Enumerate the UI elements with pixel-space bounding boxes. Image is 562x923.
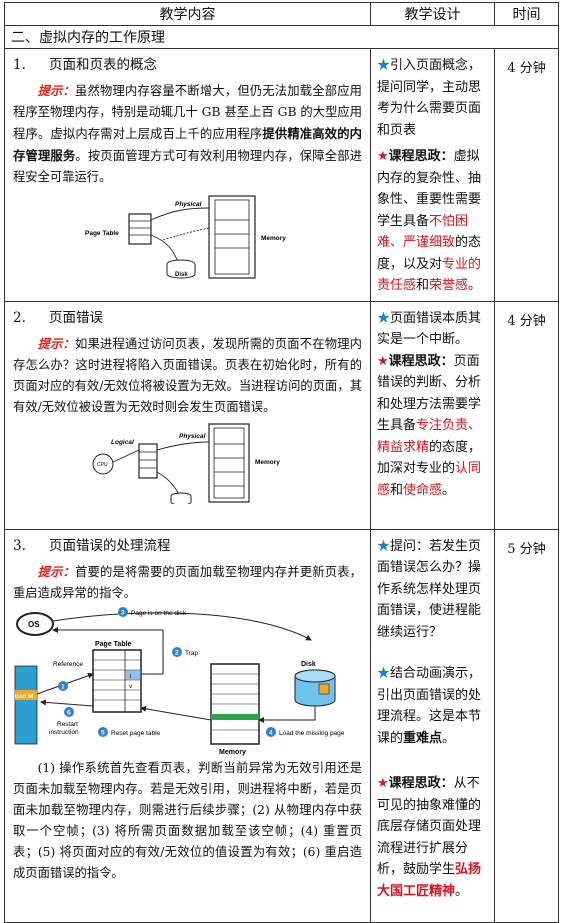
page-table-label: Page Table [95,641,132,648]
memory-label: Memory [219,749,246,756]
load-m-label: load M [13,693,34,700]
page-fault-diagram: Logical CPU Physical Memory [92,422,280,504]
hint-paragraph: 提示：首要的是将需要的页面加载至物理内存并更新页表，重启造成异常的指令。 [13,563,362,600]
row-title: 3.页面错误的处理流程 [13,537,171,554]
table-header-row: 教学内容 教学设计 时间 [4,2,559,26]
svg-text:5: 5 [101,729,105,736]
steps-paragraph: (1) 操作系统首先查看页表，判断当前异常为无效引用还是页面未加载至物理内存。若… [13,760,362,880]
memory-label: Memory [255,459,280,466]
time-cell: 4 分钟 [494,48,559,302]
restart-label: Restart [57,721,78,728]
disk-label: Disk [175,272,188,278]
header-content: 教学内容 [4,2,371,26]
content-cell: 2.页面错误 提示：如果进程通过访问页表，发现所需的页面不在物理内存怎么办？这时… [4,300,371,530]
design-cell: ★引入页面概念，提问同学，主动思考为什么需要页面和页表 ★课程思政：虚拟内存的复… [370,48,495,302]
page-fault-flow-diagram: OS 3 Page is on the disk load M Page Tab… [13,606,345,756]
star-icon: ★ [377,310,391,326]
physical-label: Physical [179,433,206,440]
star-icon: ★ [377,666,391,681]
page-on-disk-label: Page is on the disk [131,610,187,617]
star-icon: ★ [377,58,391,73]
page-table-diagram: Page Table Physical Memory Disk [85,195,286,279]
page-table-box [128,213,152,245]
time-cell: 5 分钟 [494,528,559,923]
page-table-box [92,648,142,713]
content-cell: 1.页面和页表的概念 提示：虽然物理内存容量不断增大，但仍无法加载全部应用程序至… [4,48,371,302]
content-cell: 3.页面错误的处理流程 提示：首要的是将需要的页面加载至物理内存并更新页表，重启… [4,528,371,923]
load-missing-label: Load the missing page [279,730,345,737]
table-row: 2.页面错误 提示：如果进程通过访问页表，发现所需的页面不在物理内存怎么办？这时… [4,300,559,530]
time-cell: 4 分钟 [494,300,559,530]
page-table-label: Page Table [85,230,119,237]
header-design: 教学设计 [370,2,495,26]
os-node [16,611,54,636]
cpu-node [92,453,114,474]
cpu-label: CPU [97,462,108,468]
reset-label: Reset page table [111,730,161,737]
header-time: 时间 [494,2,559,26]
logical-label: Logical [111,439,134,446]
valid-bit: v [129,683,133,690]
star-icon: ★ [377,538,391,554]
star-icon: ★ [377,149,389,164]
star-icon: ★ [377,353,389,369]
row-title: 2.页面错误 [13,309,103,326]
hint-paragraph: 提示：虽然物理内存容量不断增大，但仍无法加载全部应用程序至物理内存，特别是动辄几… [13,83,362,184]
svg-text:3: 3 [121,609,125,616]
design-cell: ★页面错误本质其实是一个中断。 ★课程思政：页面错误的判断、分析和处理方法需要学… [370,300,495,530]
star-icon: ★ [377,776,389,791]
svg-text:1: 1 [61,683,65,690]
design-cell: ★提问：若发生页面错误怎么办？操作系统怎样处理页面错误，使进程能继续运行？ ★结… [370,528,495,923]
reference-label: Reference [53,661,83,668]
os-label: OS [28,620,40,629]
svg-text:2: 2 [175,649,179,656]
svg-text:6: 6 [67,709,71,716]
memory-label: Memory [261,235,286,242]
section-title: 二、虚拟内存的工作原理 [4,25,559,49]
hint-paragraph: 提示：如果进程通过访问页表，发现所需的页面不在物理内存怎么办？这时进程将陷入页面… [13,335,362,414]
svg-text:4: 4 [269,729,273,736]
physical-label: Physical [175,201,202,208]
trap-label: Trap [185,650,199,657]
instruction-label: instruction [49,729,79,736]
section-row: 二、虚拟内存的工作原理 [4,25,559,49]
table-row: 3.页面错误的处理流程 提示：首要的是将需要的页面加载至物理内存并更新页表，重启… [4,528,559,923]
invalid-bit: i [130,673,131,680]
row-title: 1.页面和页表的概念 [13,57,157,73]
table-row: 1.页面和页表的概念 提示：虽然物理内存容量不断增大，但仍无法加载全部应用程序至… [4,48,559,302]
disk-label: Disk [301,661,316,668]
lesson-plan-table: 教学内容 教学设计 时间 二、虚拟内存的工作原理 1.页面和页表的概念 提示：虽… [4,2,559,923]
